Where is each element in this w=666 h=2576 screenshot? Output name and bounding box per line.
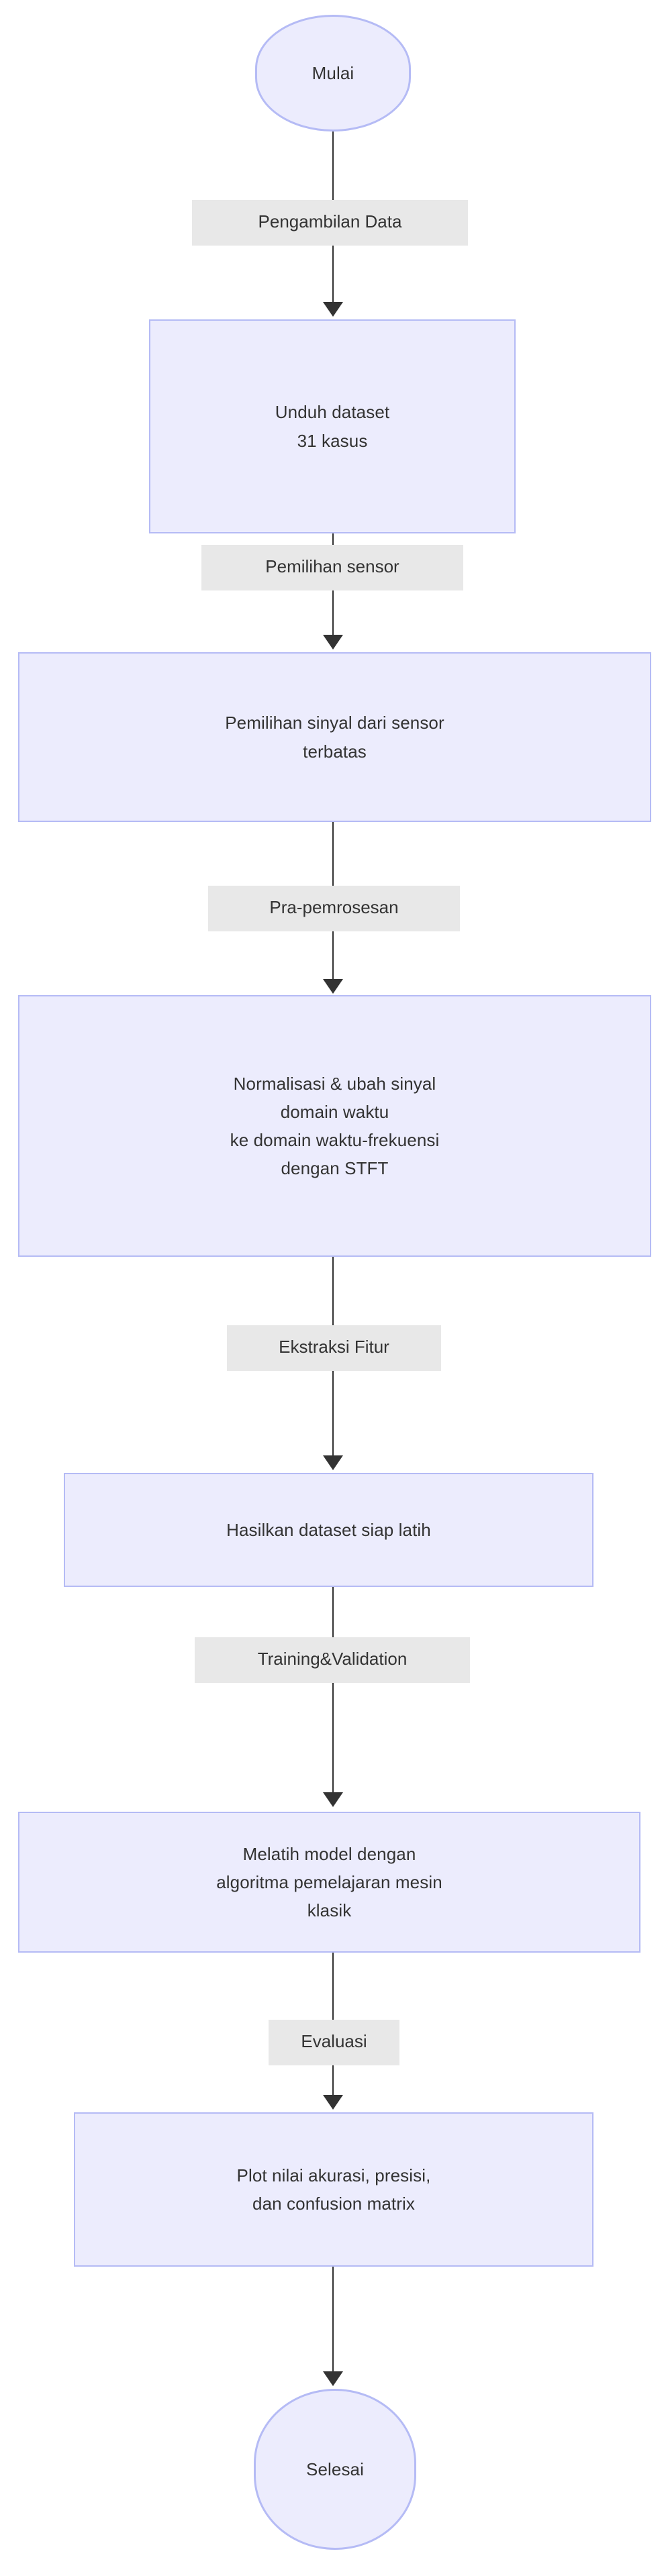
edge-label-evaluasi: Evaluasi [269,2020,399,2065]
node-pemilihan-sinyal[interactable]: Pemilihan sinyal dari sensor terbatas [18,652,651,822]
edge-hasilkan-to-melatih [332,1587,334,1795]
node-start[interactable]: Mulai [255,15,411,132]
node-start-line-0: Mulai [312,62,354,83]
node-normalisasi-line-1: domain waktu [280,1101,389,1122]
edge-label-training-validation: Training&Validation [195,1637,470,1683]
arrowhead-melatih [323,1792,343,1807]
edge-label-pemilihan-sensor: Pemilihan sensor [201,545,463,590]
edge-label-pengambilan-data: Pengambilan Data [192,200,468,246]
arrowhead-plot [323,2095,343,2110]
arrowhead-hasilkan [323,1455,343,1470]
node-pemilihan-line-0: Pemilihan sinyal dari sensor [225,713,444,733]
node-plot-metrik[interactable]: Plot nilai akurasi, presisi, dan confusi… [74,2112,593,2267]
node-pemilihan-line-1: terbatas [303,741,367,762]
node-normalisasi-line-0: Normalisasi & ubah sinyal [233,1073,436,1094]
node-melatih-line-0: Melatih model dengan [242,1843,416,1864]
arrowhead-end [323,2371,343,2386]
node-unduh-line-1: 31 kasus [297,430,368,451]
node-end[interactable]: Selesai [254,2389,416,2550]
arrowhead-unduh [323,302,343,317]
arrowhead-normalisasi [323,979,343,994]
edge-label-ekstraksi-fitur: Ekstraksi Fitur [227,1325,441,1371]
edge-plot-to-end [332,2267,334,2374]
edge-label-pra-pemrosesan: Pra-pemrosesan [208,886,460,931]
node-normalisasi-stft[interactable]: Normalisasi & ubah sinyal domain waktu k… [18,995,651,1257]
node-melatih-model[interactable]: Melatih model dengan algoritma pemelajar… [18,1812,640,1953]
node-melatih-line-2: klasik [307,1900,352,1921]
node-hasilkan-line-0: Hasilkan dataset siap latih [226,1519,431,1540]
node-plot-line-0: Plot nilai akurasi, presisi, [236,2165,431,2185]
node-melatih-line-1: algoritma pemelajaran mesin [216,1871,442,1892]
node-unduh-line-0: Unduh dataset [275,402,390,423]
arrowhead-pemilihan [323,635,343,650]
node-end-line-0: Selesai [306,2459,364,2479]
node-hasilkan-dataset[interactable]: Hasilkan dataset siap latih [64,1473,593,1587]
node-plot-line-1: dan confusion matrix [252,2194,415,2214]
node-normalisasi-line-3: dengan STFT [281,1158,389,1179]
node-normalisasi-line-2: ke domain waktu-frekuensi [230,1130,440,1150]
node-unduh-dataset[interactable]: Unduh dataset 31 kasus [149,319,516,533]
